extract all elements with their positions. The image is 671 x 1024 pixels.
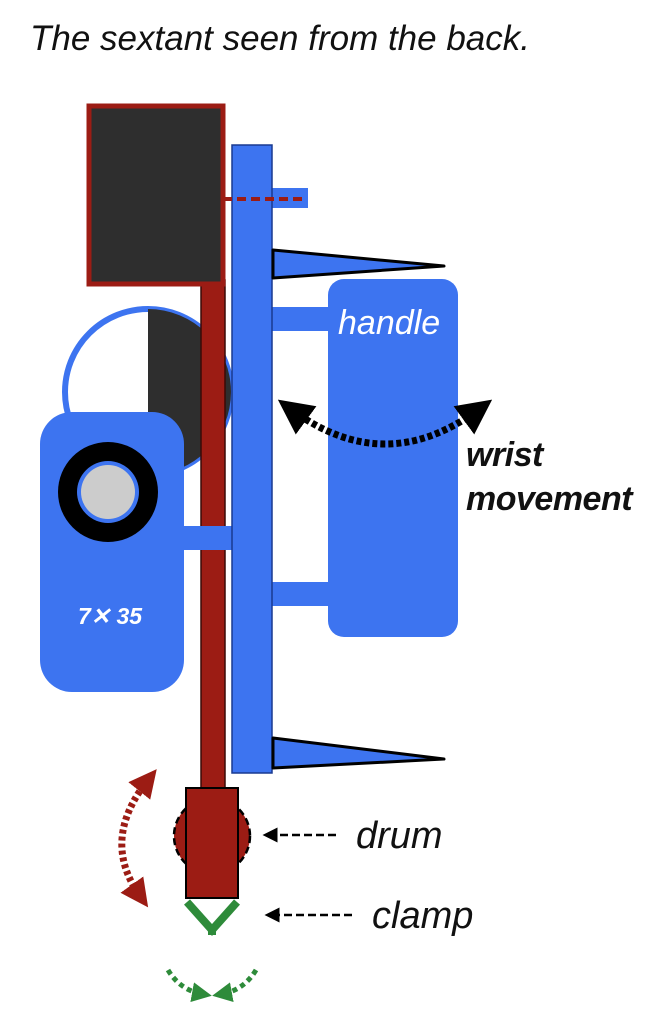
leg-top bbox=[271, 248, 446, 280]
clamp-label: clamp bbox=[372, 895, 473, 937]
wrist-movement-label-line2: movement bbox=[466, 480, 634, 518]
drum-body bbox=[185, 787, 239, 899]
sextant-frame bbox=[231, 144, 273, 774]
clamp-movement-arrow-right bbox=[212, 968, 259, 1003]
drum-rotation-arrow bbox=[118, 769, 157, 908]
handle bbox=[328, 279, 458, 637]
handle-connector-top bbox=[272, 307, 334, 331]
handle-label: handle bbox=[338, 304, 440, 342]
clamp-jaws bbox=[184, 899, 240, 937]
micrometer-drum bbox=[172, 787, 252, 899]
telescope-magnification-label: 7✕ 35 bbox=[78, 603, 143, 629]
leg-bottom bbox=[271, 736, 446, 770]
wrist-movement-label-line1: wrist bbox=[466, 436, 545, 474]
clamp-movement-arrow-left bbox=[165, 968, 212, 1003]
wrist-movement-arc bbox=[277, 399, 493, 448]
handle-connector-bottom bbox=[272, 582, 334, 606]
telescope-lens bbox=[81, 465, 135, 519]
telescope-connector bbox=[180, 526, 236, 550]
drum-label: drum bbox=[356, 815, 443, 857]
index-mirror bbox=[86, 103, 226, 287]
frame-tab bbox=[272, 188, 308, 208]
diagram-title: The sextant seen from the back. bbox=[30, 19, 530, 58]
